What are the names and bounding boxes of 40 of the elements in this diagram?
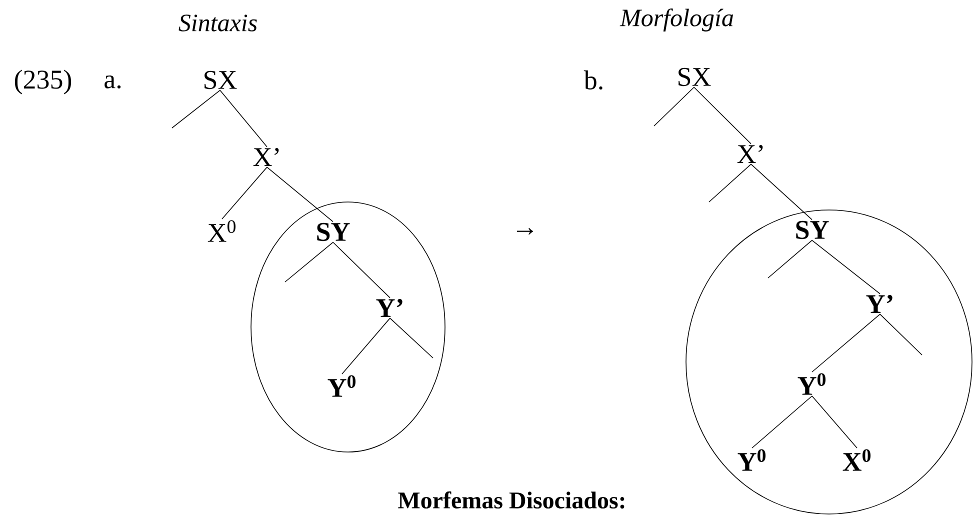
tree-branch: [708, 164, 752, 202]
tree-branch: [284, 242, 334, 282]
tree-branch: [812, 240, 880, 294]
tree-branch: [654, 86, 694, 126]
example-label: (235): [14, 70, 72, 94]
tree-node-label: Y’: [376, 299, 402, 317]
tree-branch: [220, 90, 268, 148]
column-heading: Sintaxis: [178, 14, 257, 32]
enclosing-ellipse: [250, 202, 446, 452]
tree-node-label: Y$^{0}$: [738, 449, 766, 471]
tree-branch: [390, 318, 434, 358]
tree-branch: [880, 314, 922, 356]
tree-node-label: SY: [796, 220, 829, 240]
transformation-arrow: →: [517, 228, 533, 234]
tree-node-label: X’: [737, 145, 763, 163]
tree-branch: [812, 396, 858, 448]
tree-node-label: SX: [204, 70, 237, 90]
tree-node-label: X$^{0}$: [208, 220, 236, 242]
tree-node-label: X’: [253, 148, 279, 166]
tree-branch: [812, 314, 880, 372]
column-heading: Morfología: [620, 8, 734, 32]
tree-node-label: Y$^{0}$: [798, 373, 826, 395]
tree-branch: [222, 166, 268, 220]
tree-node-label: Y$^{0}$: [328, 375, 356, 397]
tree-branch: [752, 396, 812, 448]
tree-branch: [266, 166, 334, 222]
example-label: b.: [584, 70, 602, 90]
tree-branch: [332, 242, 390, 298]
section-heading: Morfemas Disociados:: [398, 491, 624, 509]
tree-branch: [750, 164, 812, 220]
tree-branch: [172, 90, 220, 128]
tree-node-label: X$^{0}$: [842, 449, 871, 471]
tree-node-label: Y’: [866, 295, 892, 313]
tree-branch: [694, 86, 752, 144]
tree-branch: [342, 318, 390, 374]
example-label: a.: [104, 75, 121, 89]
tree-node-label: SX: [678, 68, 711, 86]
tree-node-label: SY: [317, 222, 350, 242]
enclosing-ellipse: [686, 210, 972, 514]
tree-branch: [768, 240, 812, 278]
